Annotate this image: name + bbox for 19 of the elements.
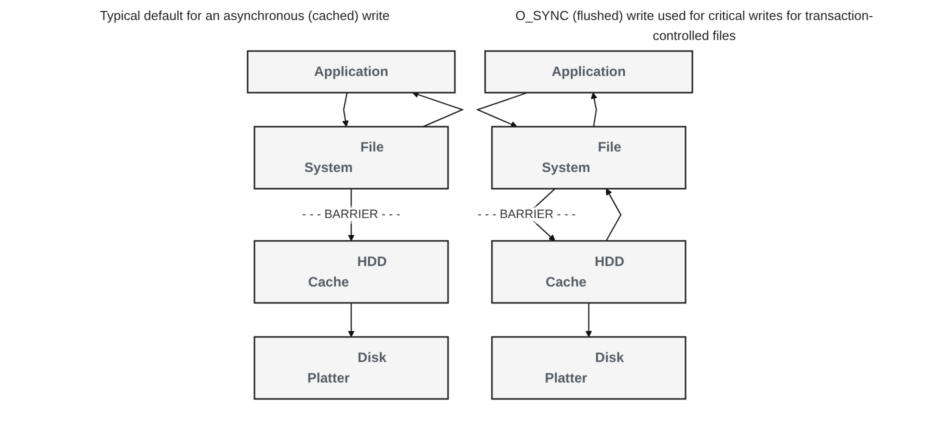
arrow — [590, 92, 597, 127]
node-box: Application — [246, 50, 456, 94]
edge-label: - - - BARRIER - - - — [302, 208, 400, 221]
node-box: HDD Cache — [253, 240, 448, 304]
node-box: HDD Cache — [490, 240, 686, 304]
node-box: File System — [490, 126, 686, 190]
node-box: File System — [253, 126, 448, 190]
node-box: Application — [484, 50, 693, 94]
arrow — [412, 91, 464, 128]
node-box: Disk Platter — [253, 336, 448, 400]
arrow — [605, 188, 621, 242]
column-heading: Typical default for an asynchronous (cached) write — [98, 7, 391, 25]
arrow — [475, 92, 528, 128]
arrow — [342, 92, 348, 127]
arrow — [347, 302, 354, 338]
node-box: Disk Platter — [490, 336, 686, 400]
column-heading: O_SYNC (flushed) write used for critical writes for transaction-controlled files — [514, 7, 874, 44]
edge-label: - - - BARRIER - - - — [477, 208, 576, 221]
arrow — [584, 302, 592, 338]
